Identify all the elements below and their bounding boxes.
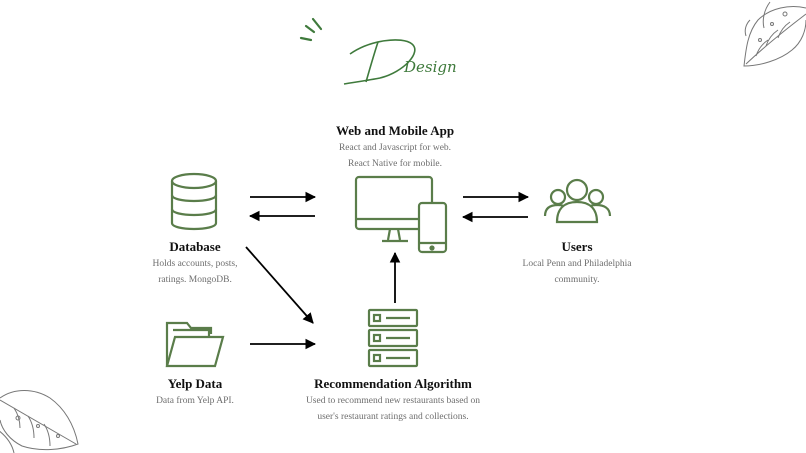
web-app-desc-line: React and Javascript for web. bbox=[338, 143, 452, 153]
database-desc-line: ratings. MongoDB. bbox=[158, 275, 232, 285]
node-algorithm: Recommendation Algorithm Used to recomme… bbox=[283, 376, 503, 425]
algorithm-desc-line: Used to recommend new restaurants based … bbox=[305, 396, 481, 406]
yelp-desc: Data from Yelp API. bbox=[130, 393, 260, 409]
algorithm-desc: Used to recommend new restaurants based … bbox=[283, 393, 503, 425]
yelp-title: Yelp Data bbox=[167, 376, 223, 391]
users-desc-line: Local Penn and Philadelphia bbox=[522, 259, 632, 269]
algorithm-desc-line: user's restaurant ratings and collection… bbox=[317, 412, 469, 422]
arrow-database-to-algorithm bbox=[245, 246, 314, 324]
node-database: Database Holds accounts, posts, ratings.… bbox=[120, 239, 270, 288]
users-desc-line: community. bbox=[554, 275, 600, 285]
folder-icon bbox=[165, 321, 225, 368]
node-yelp: Yelp Data Data from Yelp API. bbox=[130, 376, 260, 409]
users-desc: Local Penn and Philadelphia community. bbox=[497, 256, 657, 288]
node-web-app: Web and Mobile App React and Javascript … bbox=[295, 123, 495, 172]
server-icon bbox=[367, 308, 419, 368]
leaf-decoration-top-right bbox=[743, 1, 806, 67]
database-icon bbox=[170, 172, 218, 231]
users-title: Users bbox=[561, 239, 593, 254]
users-icon bbox=[543, 178, 612, 224]
node-users: Users Local Penn and Philadelphia commun… bbox=[497, 239, 657, 288]
web-app-desc: React and Javascript for web. React Nati… bbox=[295, 140, 495, 172]
database-desc: Holds accounts, posts, ratings. MongoDB. bbox=[120, 256, 270, 288]
database-desc-line: Holds accounts, posts, bbox=[152, 259, 238, 269]
database-title: Database bbox=[169, 239, 221, 254]
web-app-title: Web and Mobile App bbox=[335, 123, 455, 138]
sparkle-lines-icon bbox=[299, 17, 323, 42]
title-text: Design bbox=[403, 58, 457, 76]
monitor-phone-icon bbox=[354, 175, 448, 254]
design-script-logo: Design bbox=[343, 39, 457, 85]
yelp-desc-line: Data from Yelp API. bbox=[156, 396, 234, 406]
leaf-decoration-bottom-left bbox=[0, 390, 79, 453]
page-title: Design bbox=[340, 28, 460, 88]
algorithm-title: Recommendation Algorithm bbox=[314, 376, 472, 391]
connector-arrows bbox=[245, 191, 530, 350]
web-app-desc-line: React Native for mobile. bbox=[348, 159, 442, 169]
